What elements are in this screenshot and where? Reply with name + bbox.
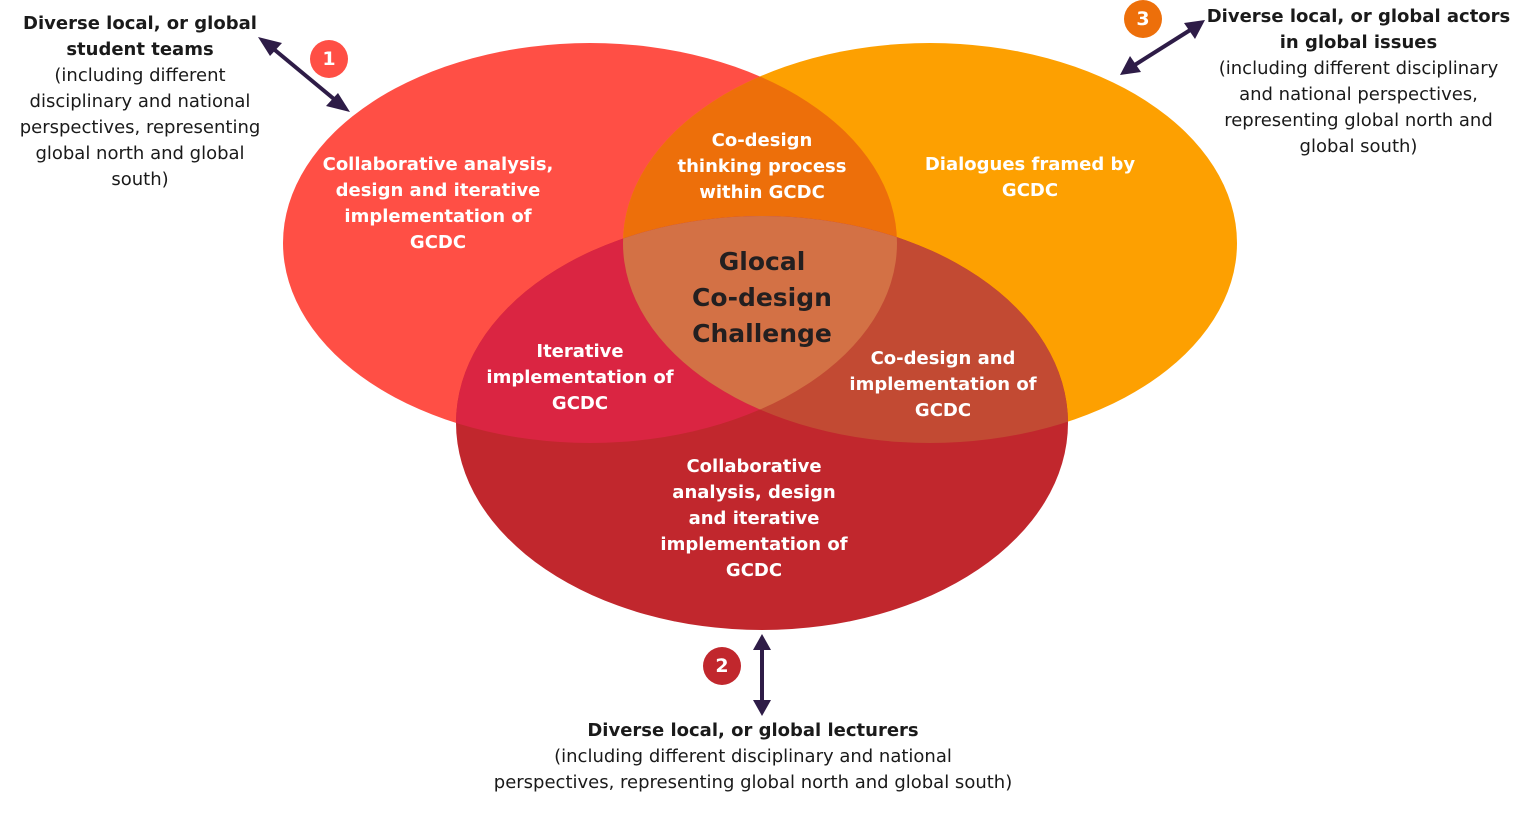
stakeholder-lecturers: Diverse local, or global lecturers (incl… (493, 720, 1013, 793)
badge-1: 1 (310, 40, 348, 78)
label-overlap-teams-lecturers: Iterative implementation of GCDC (486, 341, 674, 414)
badge-3: 3 (1124, 0, 1162, 38)
stakeholder-global-actors: Diverse local, or global actors in globa… (1206, 6, 1511, 157)
stakeholder-student-teams: Diverse local, or global student teams (… (19, 13, 261, 190)
label-circle-student-teams: Collaborative analysis, design and itera… (322, 154, 554, 253)
badge-2: 2 (703, 647, 741, 685)
arrow-lecturers (753, 634, 771, 716)
arrow-student-teams (258, 37, 350, 112)
label-circle-global-actors: Dialogues framed by GCDC (924, 154, 1136, 201)
label-circle-lecturers: Collaborative analysis, design and itera… (660, 456, 848, 581)
arrow-global-actors (1120, 20, 1205, 75)
center-title: Glocal Co-design Challenge (692, 247, 832, 348)
label-overlap-teams-actors: Co-design thinking process within GCDC (677, 130, 847, 203)
label-overlap-actors-lecturers: Co-design and implementation of GCDC (849, 348, 1037, 421)
